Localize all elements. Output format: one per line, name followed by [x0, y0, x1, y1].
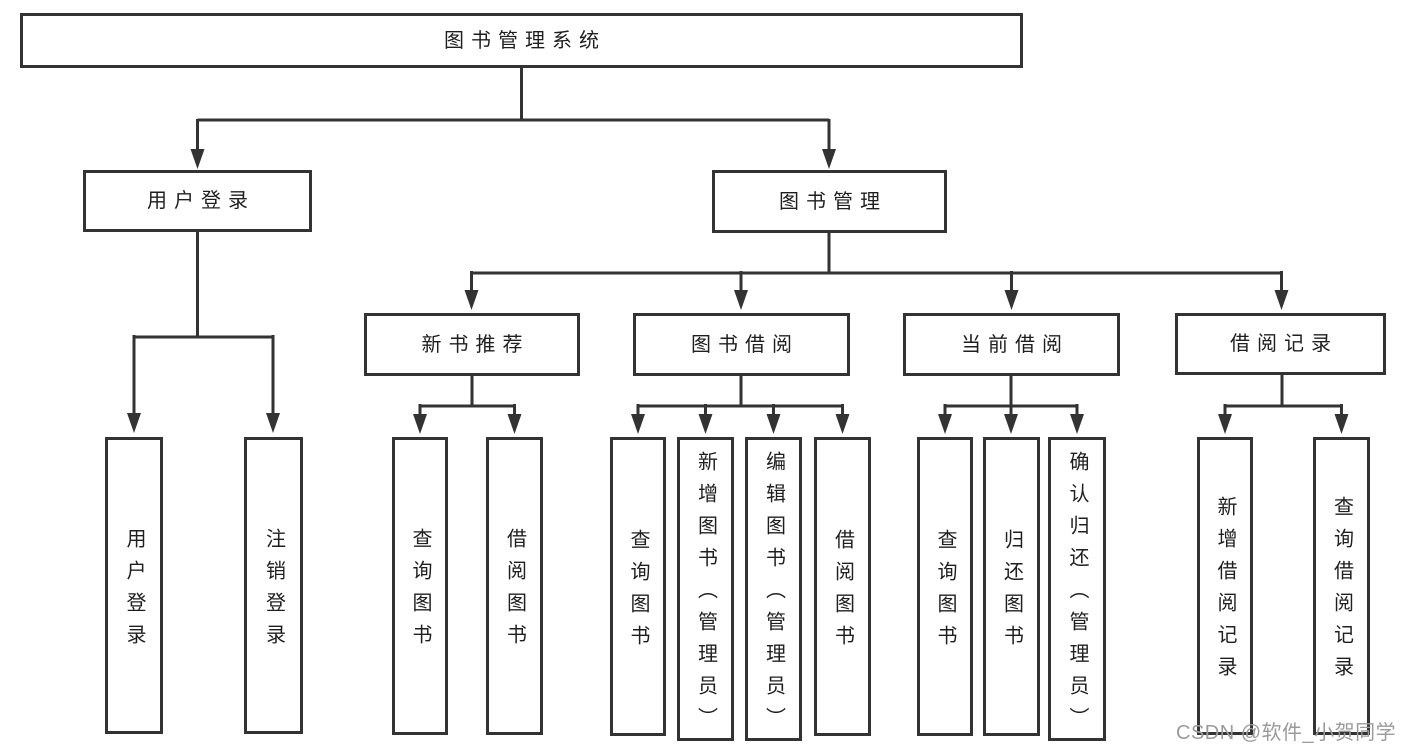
node-leaf-add-book-admin-label: 新增图书（管理员）	[694, 451, 717, 739]
node-user-login-label: 用户登录	[147, 190, 255, 212]
node-leaf-query-book-1: 查询图书	[392, 437, 448, 735]
node-leaf-query-book-1-label: 查询图书	[409, 528, 431, 656]
node-borrow-records-label: 借阅记录	[1230, 333, 1338, 355]
node-leaf-query-book-2: 查询图书	[610, 437, 666, 736]
node-book-borrow: 图书借阅	[633, 313, 850, 376]
connector-book-borrow-branch	[631, 376, 850, 434]
node-leaf-user-login: 用户登录	[105, 437, 163, 734]
connector-user-login-branch	[127, 232, 280, 433]
node-book-mgmt: 图书管理	[712, 170, 947, 233]
connector-current-borrow-branch	[938, 376, 1084, 434]
node-user-login: 用户登录	[83, 170, 312, 232]
node-current-borrow: 当前借阅	[903, 313, 1120, 376]
node-book-mgmt-label: 图书管理	[779, 190, 887, 213]
node-leaf-add-borrow-record: 新增借阅记录	[1197, 437, 1253, 735]
connector-root-to-level2	[190, 67, 836, 169]
connector-book-mgmt-branch	[464, 233, 1289, 310]
connector-borrow-records-branch	[1218, 375, 1349, 434]
node-leaf-query-book-3: 查询图书	[917, 437, 973, 736]
node-leaf-return-book-label: 归还图书	[1000, 528, 1023, 657]
node-leaf-return-book: 归还图书	[983, 437, 1040, 736]
node-leaf-confirm-return-admin-label: 确认归还（管理员）	[1066, 451, 1088, 739]
node-leaf-add-borrow-record-label: 新增借阅记录	[1214, 496, 1236, 688]
node-leaf-borrow-book-2: 借阅图书	[814, 437, 871, 736]
node-leaf-borrow-book-2-label: 借阅图书	[831, 528, 854, 657]
node-leaf-query-book-2-label: 查询图书	[627, 528, 649, 657]
node-new-book-recommend: 新书推荐	[364, 313, 580, 376]
csdn-watermark: CSDN @软件_小贺同学	[1176, 722, 1397, 744]
node-leaf-add-book-admin: 新增图书（管理员）	[677, 437, 734, 741]
node-leaf-confirm-return-admin: 确认归还（管理员）	[1048, 437, 1106, 741]
connector-new-book-branch	[413, 376, 522, 434]
node-leaf-logout: 注销登录	[244, 437, 303, 734]
node-leaf-edit-book-admin: 编辑图书（管理员）	[745, 437, 802, 741]
node-leaf-query-book-3-label: 查询图书	[934, 528, 956, 657]
node-leaf-edit-book-admin-label: 编辑图书（管理员）	[762, 451, 785, 739]
node-leaf-query-borrow-record-label: 查询借阅记录	[1330, 496, 1353, 688]
node-leaf-borrow-book-1-label: 借阅图书	[503, 528, 526, 656]
node-book-borrow-label: 图书借阅	[691, 333, 799, 356]
node-leaf-user-login-label: 用户登录	[123, 527, 145, 656]
node-leaf-logout-label: 注销登录	[262, 527, 285, 656]
node-root-system-label: 图书管理系统	[444, 29, 606, 52]
node-root-system: 图书管理系统	[20, 13, 1023, 68]
node-leaf-borrow-book-1: 借阅图书	[486, 437, 543, 735]
node-current-borrow-label: 当前借阅	[961, 333, 1069, 356]
node-new-book-recommend-label: 新书推荐	[421, 333, 530, 356]
node-borrow-records: 借阅记录	[1175, 313, 1386, 375]
node-leaf-query-borrow-record: 查询借阅记录	[1313, 437, 1370, 735]
